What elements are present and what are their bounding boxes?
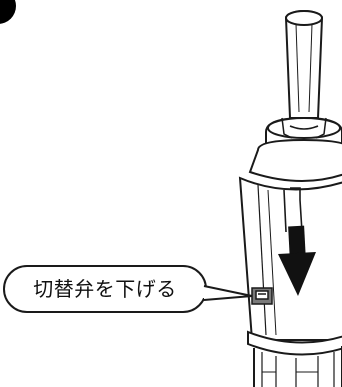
shoulder — [248, 138, 342, 182]
upper-cap — [265, 116, 342, 147]
callout-bubble — [3, 265, 253, 313]
top-tube — [285, 10, 323, 119]
inner-channel — [283, 187, 303, 233]
down-arrow-icon — [278, 225, 316, 296]
callout-label: 切替弁を下げる — [33, 277, 177, 301]
step-marker-icon — [0, 0, 16, 24]
bottom-base — [247, 330, 342, 387]
switching-valve-tab — [251, 287, 273, 305]
